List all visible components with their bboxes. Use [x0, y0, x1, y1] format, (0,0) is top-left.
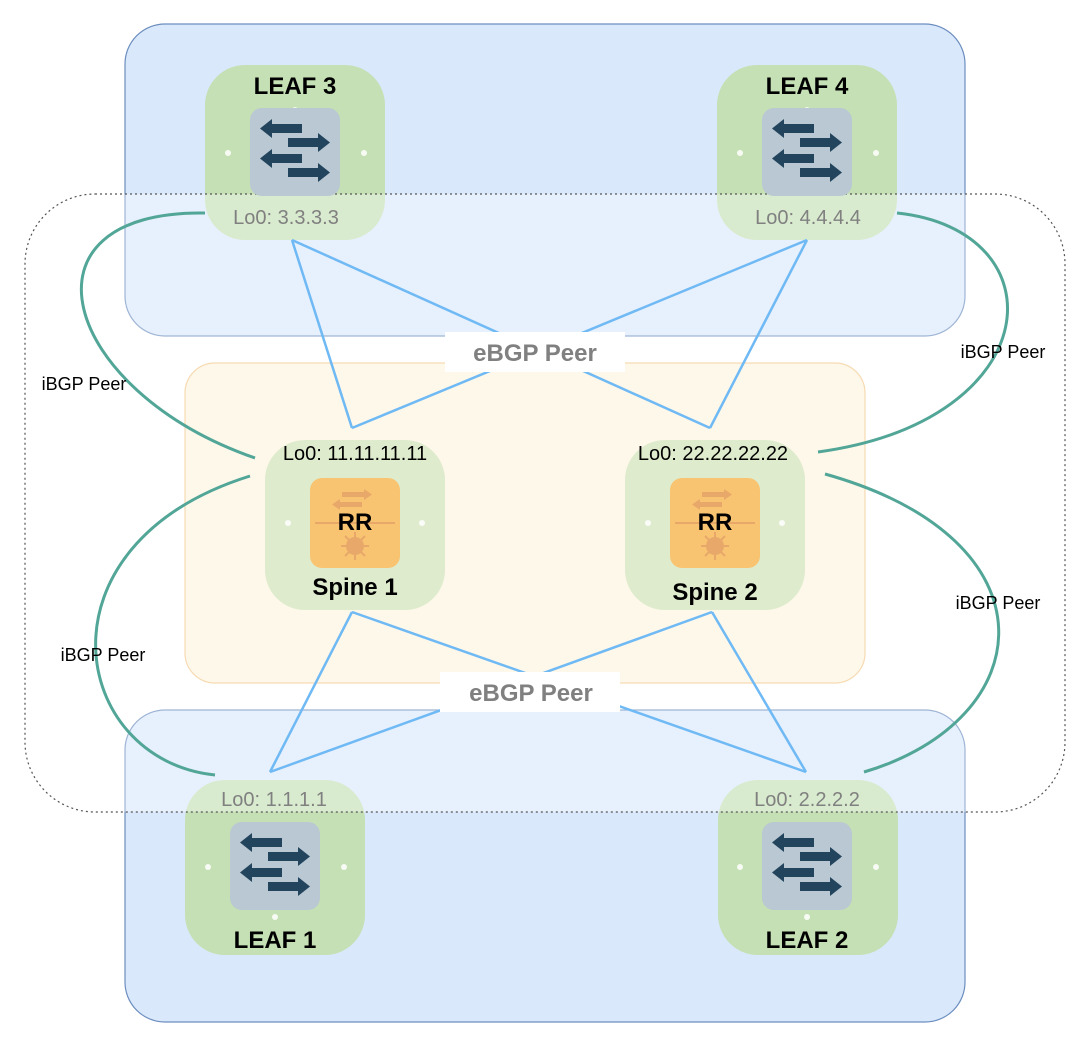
ibgp-link-leaf4-spine2 [817, 211, 1010, 454]
spine-1-loopback: Lo0: 11.11.11.11 [283, 443, 427, 465]
ebgp-link-leaf4-spine2 [708, 239, 809, 429]
ibgp-link-spine2-leaf2 [824, 472, 1001, 774]
switch-icon [762, 822, 852, 910]
ibgp-link-leaf3-spine1 [79, 211, 256, 460]
spine-2-rr-label: RR [698, 509, 733, 536]
ibgp-peer-label-left-top: iBGP Peer [42, 374, 127, 394]
spine-1-label: Spine 1 [312, 574, 397, 601]
switch-icon [762, 108, 852, 196]
leaf-4-label: LEAF 4 [766, 73, 849, 100]
ibgp-link-spine1-leaf1 [94, 474, 251, 777]
leaf-3-label: LEAF 3 [254, 73, 337, 100]
ebgp-link-spine1-leaf1 [268, 611, 354, 773]
spine-2-label: Spine 2 [672, 579, 757, 606]
route-reflector-icon [670, 478, 760, 568]
ebgp-link-spine2-leaf2 [710, 611, 808, 773]
leaf-1-loopback: Lo0: 1.1.1.1 [221, 789, 327, 811]
spine-2-loopback: Lo0: 22.22.22.22 [638, 443, 788, 465]
leaf-1-label: LEAF 1 [234, 927, 317, 954]
ibgp-peer-label-left-bottom: iBGP Peer [61, 645, 146, 665]
switch-icon [250, 108, 340, 196]
switch-icon [230, 822, 320, 910]
ebgp-label-bg-top [445, 332, 625, 372]
ibgp-links [79, 211, 1010, 777]
ebgp-label-bg-bottom [440, 672, 620, 712]
leaf-4-loopback: Lo0: 4.4.4.4 [755, 207, 861, 229]
ebgp-peer-label-bottom: eBGP Peer [469, 680, 593, 707]
underlay-region [24, 193, 1066, 813]
ibgp-peer-label-right-top: iBGP Peer [961, 342, 1046, 362]
leaf-2-loopback: Lo0: 2.2.2.2 [754, 789, 860, 811]
ebgp-link-leaf3-spine1 [290, 239, 354, 429]
ibgp-peer-label-right-bottom: iBGP Peer [956, 593, 1041, 613]
ebgp-peer-label-top: eBGP Peer [473, 340, 597, 367]
route-reflector-icon [310, 478, 400, 568]
leaf-3-loopback: Lo0: 3.3.3.3 [233, 207, 339, 229]
leaf-2-label: LEAF 2 [766, 927, 849, 954]
spine-1-rr-label: RR [338, 509, 373, 536]
